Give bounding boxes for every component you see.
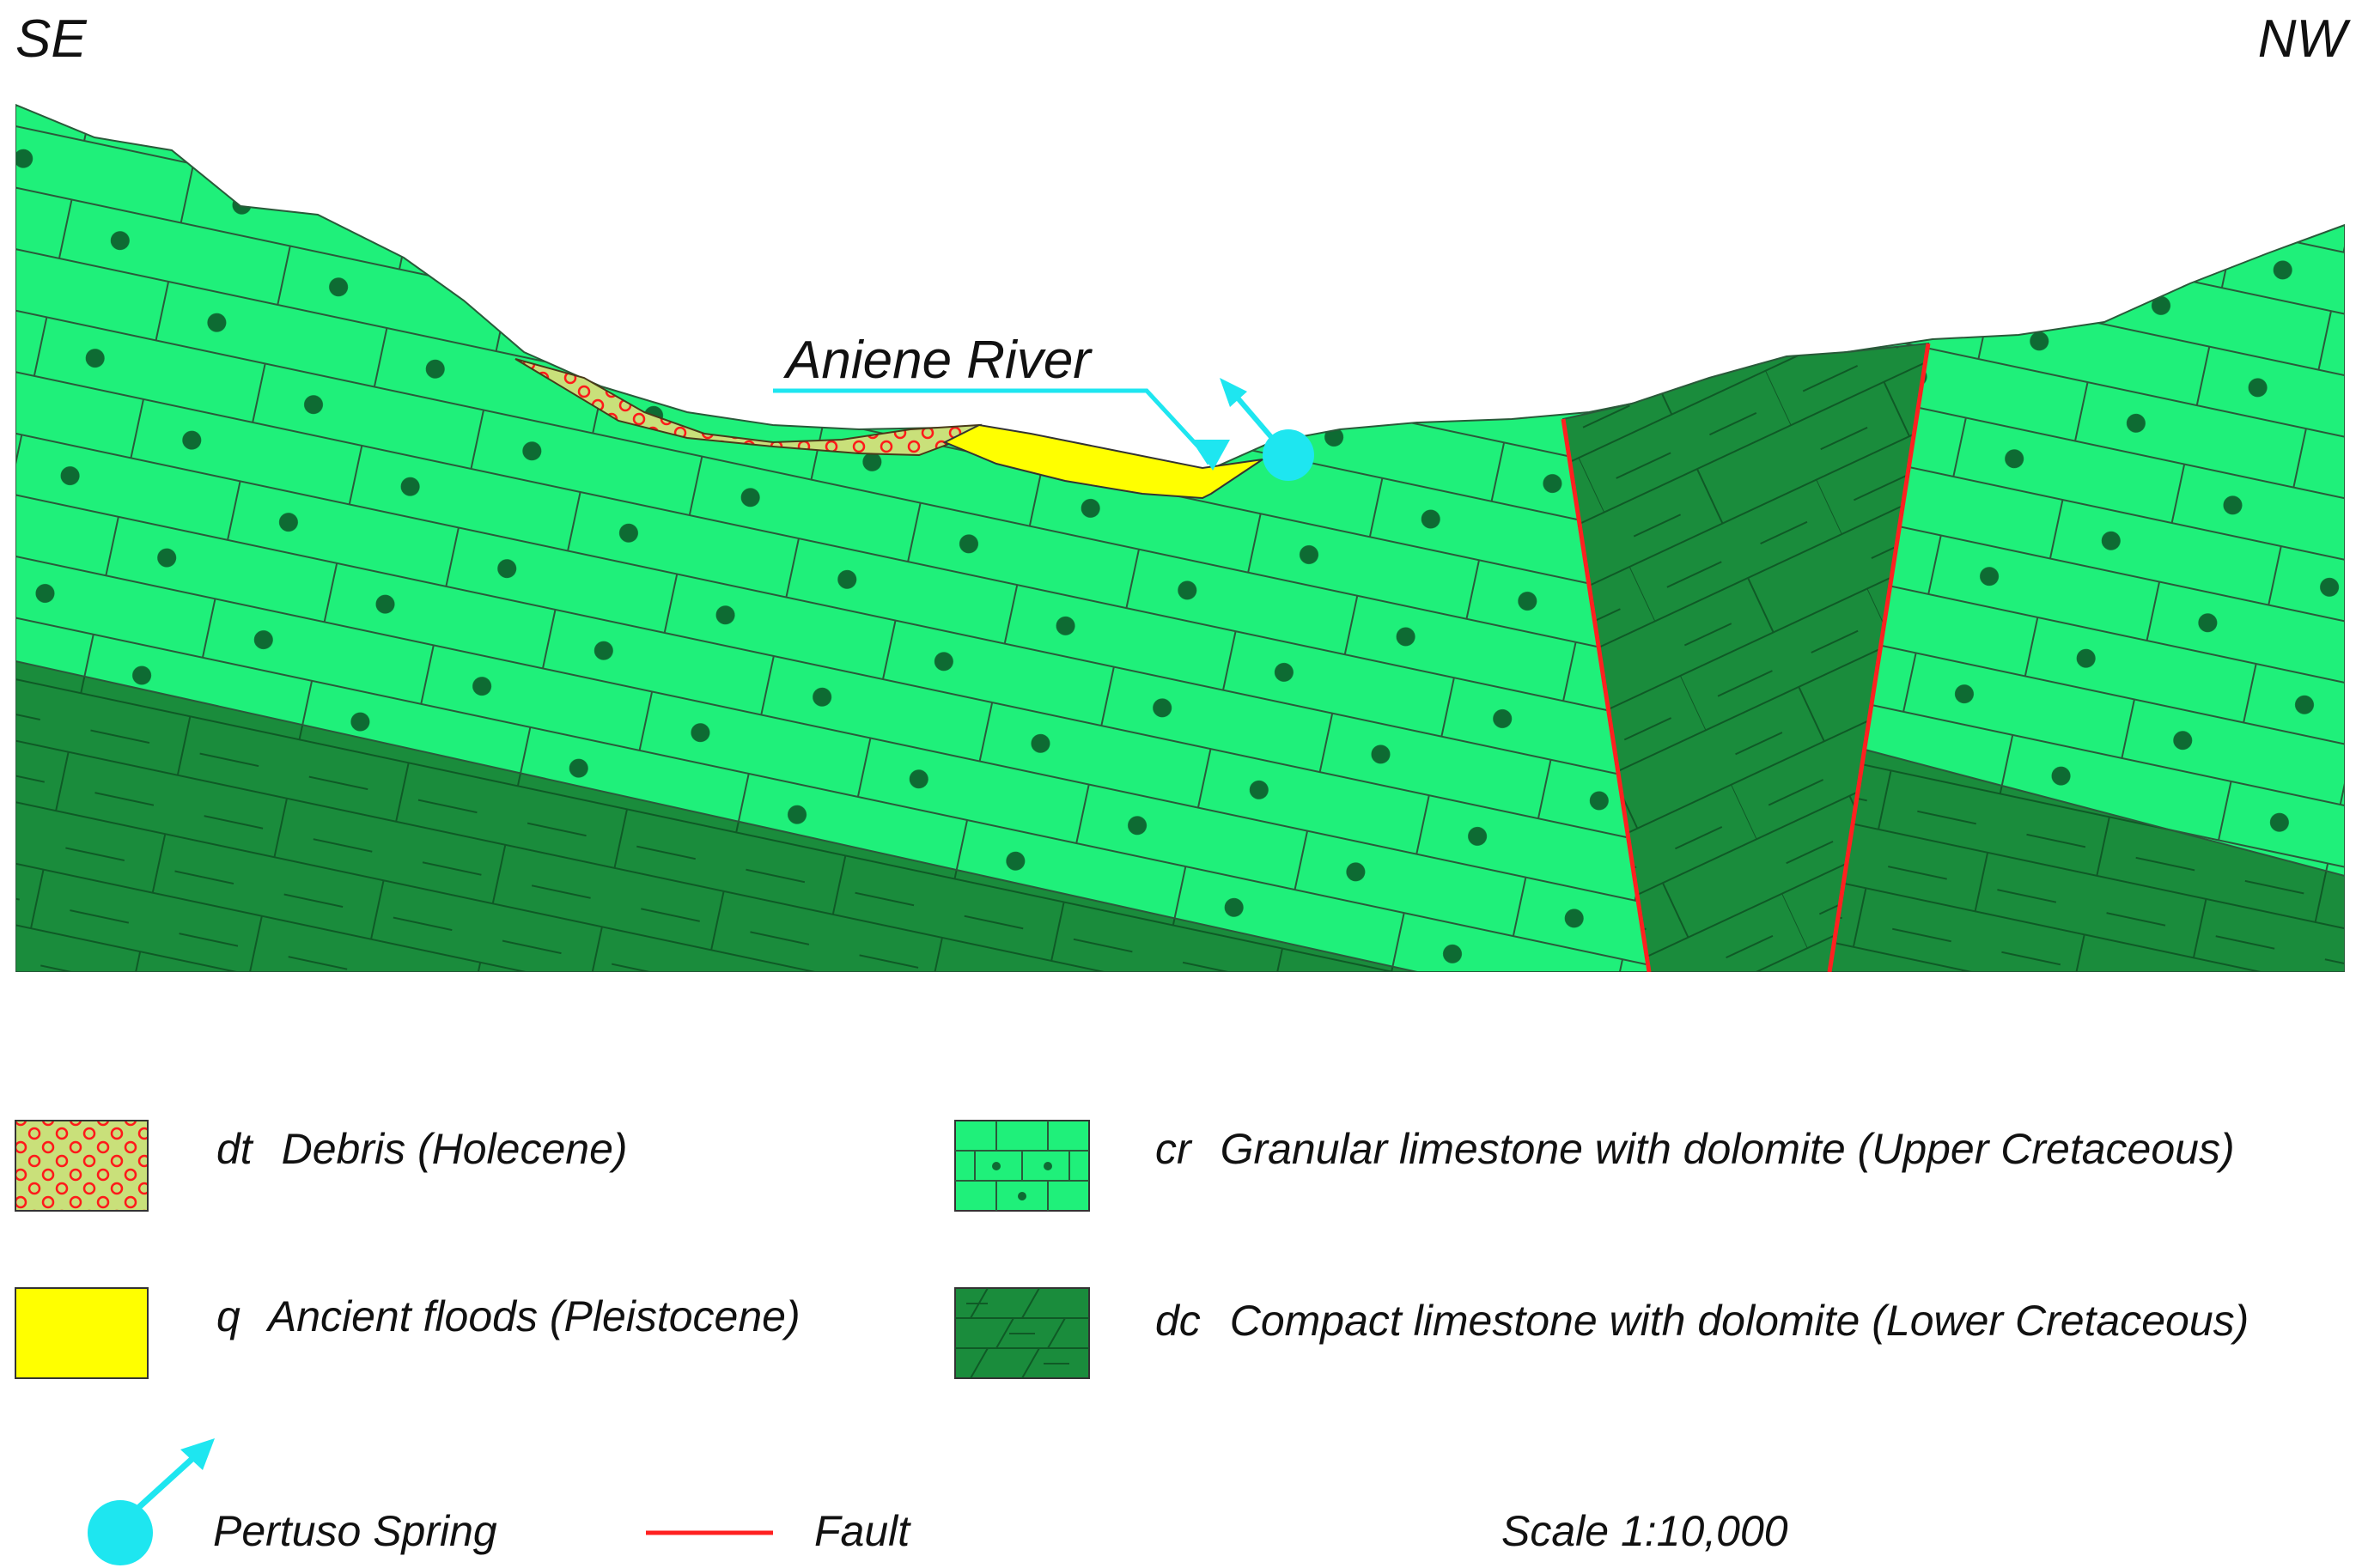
fault-line-left [1561,418,1652,972]
legend-spring-arrow-head [180,1438,215,1470]
flow-arrow-icon [1194,440,1230,471]
svg-text:dt Debris (Holecene): dt Debris (Holecene) [216,1125,628,1173]
legend-code-compact: dc [1155,1297,1201,1345]
legend-granular-dot [992,1162,1001,1170]
faulted-compact-block [1561,342,1930,972]
legend-granular-dot [1044,1162,1052,1170]
legend-compact-pattern [955,1287,1089,1379]
legend-swatch-floods [15,1287,149,1379]
compact-limestone-layer [15,659,1418,972]
svg-text:q Ancient floods (Pleist: q Ancient floods (Pleistocene) [216,1292,801,1340]
spring-icon [1263,429,1314,481]
legend-code-debris: dt [216,1125,254,1173]
legend-text-debris: Debris (Holecene) [282,1125,628,1173]
legend-code-floods: q [216,1292,240,1340]
legend-code-granular: cr [1155,1125,1193,1173]
legend-text-floods: Ancient floods (Pleistocene) [265,1292,801,1340]
legend-spring-arrow [137,1453,198,1510]
spring-arrow-head [1220,378,1247,407]
legend-granular-pattern [955,1121,1089,1211]
legend-text-compact: Compact limestone with dolomite (Lower C… [1230,1297,2249,1345]
legend: dt Debris (Holecene) cr Granular limesto… [15,1120,2249,1565]
svg-text:dc Compact limestone wit: dc Compact limestone with dolomite (Lowe… [1155,1297,2249,1345]
orientation-right-label: NW [2258,9,2352,69]
orientation-left-label: SE [15,9,87,69]
river-label: Aniene River [782,331,1093,390]
legend-spring-label: Pertuso Spring [213,1507,497,1555]
fault-line-right [1827,343,1931,972]
scale-label: Scale 1:10,000 [1501,1507,1788,1555]
legend-spring-icon [88,1500,153,1565]
legend-swatch-debris [15,1120,149,1212]
legend-text-granular: Granular limestone with dolomite (Upper … [1221,1125,2235,1173]
ancient-floods-deposit [942,423,1263,500]
legend-granular-dot [1018,1192,1026,1200]
legend-fault-label: Fault [814,1507,911,1555]
svg-text:cr Granular limestone wi: cr Granular limestone with dolomite (Upp… [1155,1125,2235,1173]
